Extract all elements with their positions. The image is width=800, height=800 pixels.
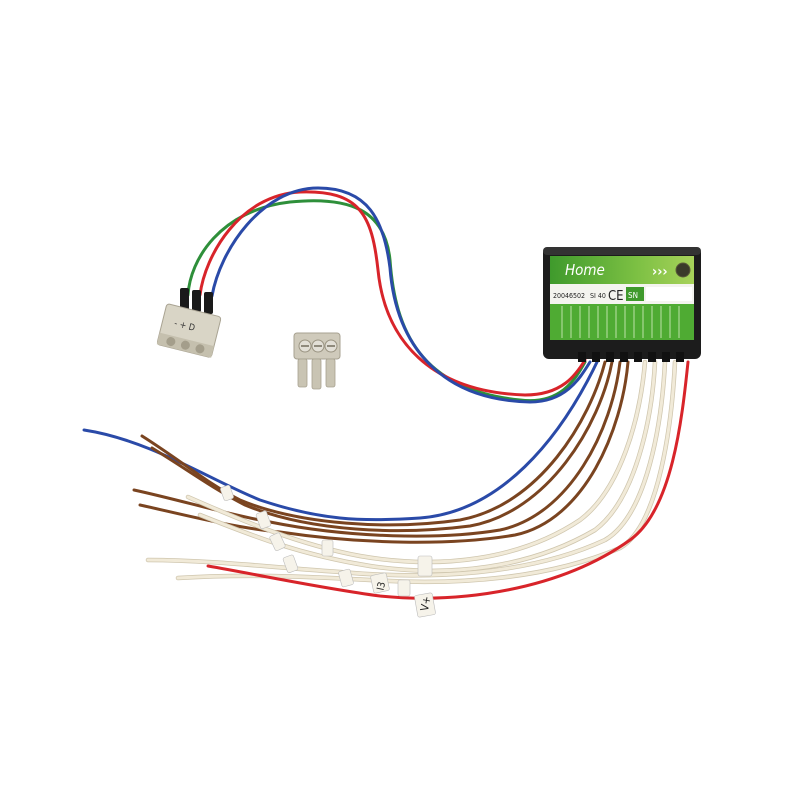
module-code: 20046502 — [553, 292, 585, 300]
wire-tag — [282, 554, 299, 573]
bus-plug: - + D — [156, 288, 222, 358]
status-arrows: ››› — [652, 264, 668, 280]
sn-label: SN — [628, 291, 638, 300]
module-version: SI 40 — [590, 292, 606, 300]
brown-wire-1 — [140, 360, 607, 527]
white-wire-2 — [198, 360, 657, 573]
terminal-pin — [297, 358, 308, 388]
brown-wire-2 — [150, 360, 614, 533]
module-label — [550, 256, 694, 284]
white-wire-1 — [186, 360, 647, 564]
red-output-wire — [206, 360, 690, 600]
ce-mark: CE — [608, 289, 624, 304]
plug-socket — [166, 337, 176, 347]
pinout-strip — [550, 304, 694, 340]
wire-tag — [321, 539, 334, 557]
wire-tag — [417, 555, 433, 577]
white-wire-3 — [146, 360, 667, 577]
wire-tag — [220, 484, 234, 502]
heat-shrink-red — [192, 290, 201, 312]
pinout-markings — [561, 306, 680, 338]
interface-module: Home ››› 20046502 SI 40 CE SN — [543, 247, 701, 362]
heat-shrink-blue — [204, 292, 213, 314]
red-bus-wire — [198, 190, 587, 397]
wire-tags: I3 V+ — [220, 484, 436, 618]
wire-tag-label-i3: I3 — [376, 581, 389, 591]
heat-shrink-green — [180, 288, 189, 310]
wire-grommets — [578, 352, 684, 362]
terminal-pin — [325, 358, 336, 388]
bus-wires — [186, 186, 592, 404]
serial-number-field — [646, 287, 692, 301]
brand-logo: Home — [565, 261, 605, 279]
white-wire-4 — [176, 360, 677, 584]
wire-tag — [269, 532, 286, 552]
white-wires — [145, 359, 678, 585]
screw-terminal-block — [293, 332, 341, 390]
wire-tag — [414, 592, 436, 618]
green-bus-wire — [186, 199, 587, 403]
wire-tag — [338, 568, 354, 588]
terminal-pin — [311, 358, 322, 390]
plug-socket — [180, 340, 190, 350]
wire-tag — [370, 572, 390, 594]
brown-wire-3 — [132, 360, 622, 538]
plug-socket — [195, 344, 205, 354]
wire-tag-label-vplus: V+ — [418, 595, 433, 612]
status-led — [675, 262, 691, 278]
blue-bus-wire — [210, 186, 592, 404]
wire-tag — [255, 510, 272, 529]
plug-polarity-label: - + D — [173, 319, 196, 334]
wire-tag — [397, 579, 411, 597]
